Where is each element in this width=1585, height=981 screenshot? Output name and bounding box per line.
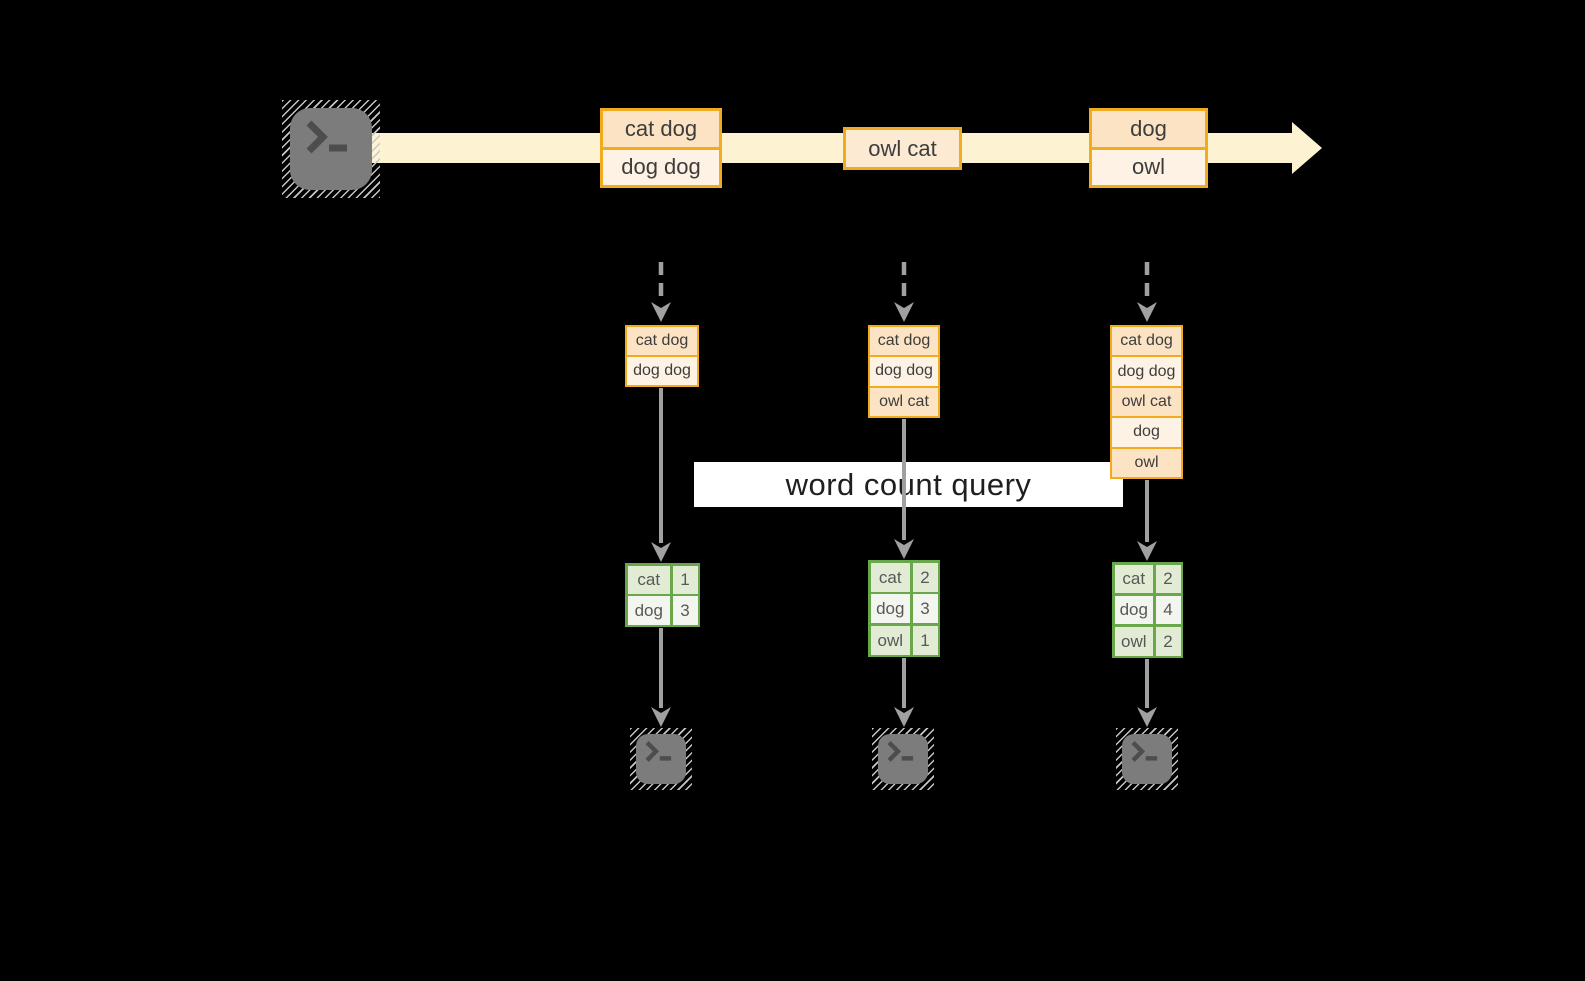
count-table-3: cat 2 dog 4 owl 2 [1112, 562, 1183, 658]
count-cell: 2 [912, 562, 938, 592]
word-cell: owl [1114, 626, 1153, 656]
terminal-prompt-icon [306, 120, 347, 154]
word-cell: cat [1114, 564, 1153, 594]
stream-batch-2: owl cat [843, 127, 962, 170]
count-cell: 2 [1155, 626, 1181, 656]
sink-arrow-3 [1137, 659, 1157, 727]
query-band: word count query [694, 462, 1123, 507]
terminal-prompt-icon [887, 740, 914, 762]
terminal-prompt-icon [1131, 740, 1158, 762]
state-line: cat dog [627, 327, 697, 355]
state-line: dog [1112, 416, 1181, 447]
stream-line: cat dog [603, 111, 719, 147]
sink-terminal-icon-3 [1116, 728, 1178, 790]
word-cell: dog [627, 596, 670, 625]
count-cell: 2 [1155, 564, 1181, 594]
sink-terminal-icon-1 [630, 728, 692, 790]
microbatch-arrow-1 [651, 262, 671, 322]
stream-line: dog dog [603, 146, 719, 185]
word-cell: owl [870, 625, 910, 655]
state-box-3: cat dog dog dog owl cat dog owl [1110, 325, 1183, 479]
word-cell: dog [1114, 595, 1153, 625]
count-cell: 1 [912, 625, 938, 655]
count-cell: 4 [1155, 595, 1181, 625]
sink-terminal-icon-2 [872, 728, 934, 790]
state-line: dog dog [1112, 355, 1181, 386]
query-label: word count query [785, 466, 1032, 502]
source-terminal-icon [282, 100, 380, 198]
state-line: cat dog [870, 327, 938, 356]
word-cell: cat [870, 562, 910, 592]
state-line: dog dog [627, 355, 697, 385]
state-box-1: cat dog dog dog [625, 325, 699, 387]
query-arrow-1 [651, 388, 671, 562]
sink-arrow-2 [894, 658, 914, 727]
stream-arrowhead-icon [1292, 122, 1322, 174]
query-arrow-3 [1137, 480, 1157, 561]
word-cell: dog [870, 594, 910, 623]
state-line: owl cat [1112, 385, 1181, 417]
stream-line: owl cat [846, 130, 959, 167]
count-table-1: cat 1 dog 3 [625, 563, 700, 627]
count-cell: 1 [672, 565, 698, 594]
count-table-2: cat 2 dog 3 owl 1 [868, 560, 940, 657]
state-box-2: cat dog dog dog owl cat [868, 325, 940, 418]
state-line: owl [1112, 446, 1181, 478]
stream-batch-3: dog owl [1089, 108, 1208, 188]
state-line: cat dog [1112, 327, 1181, 356]
sink-arrow-1 [651, 628, 671, 727]
terminal-prompt-icon [645, 740, 672, 762]
stream-batch-1: cat dog dog dog [600, 108, 722, 188]
count-cell: 3 [672, 596, 698, 625]
stream-line: owl [1092, 146, 1205, 185]
state-line: dog dog [870, 355, 938, 386]
count-cell: 3 [912, 594, 938, 623]
stream-line: dog [1092, 111, 1205, 147]
word-cell: cat [627, 565, 670, 594]
state-line: owl cat [870, 385, 938, 416]
microbatch-arrow-2 [894, 262, 914, 322]
microbatch-arrow-3 [1137, 262, 1157, 322]
